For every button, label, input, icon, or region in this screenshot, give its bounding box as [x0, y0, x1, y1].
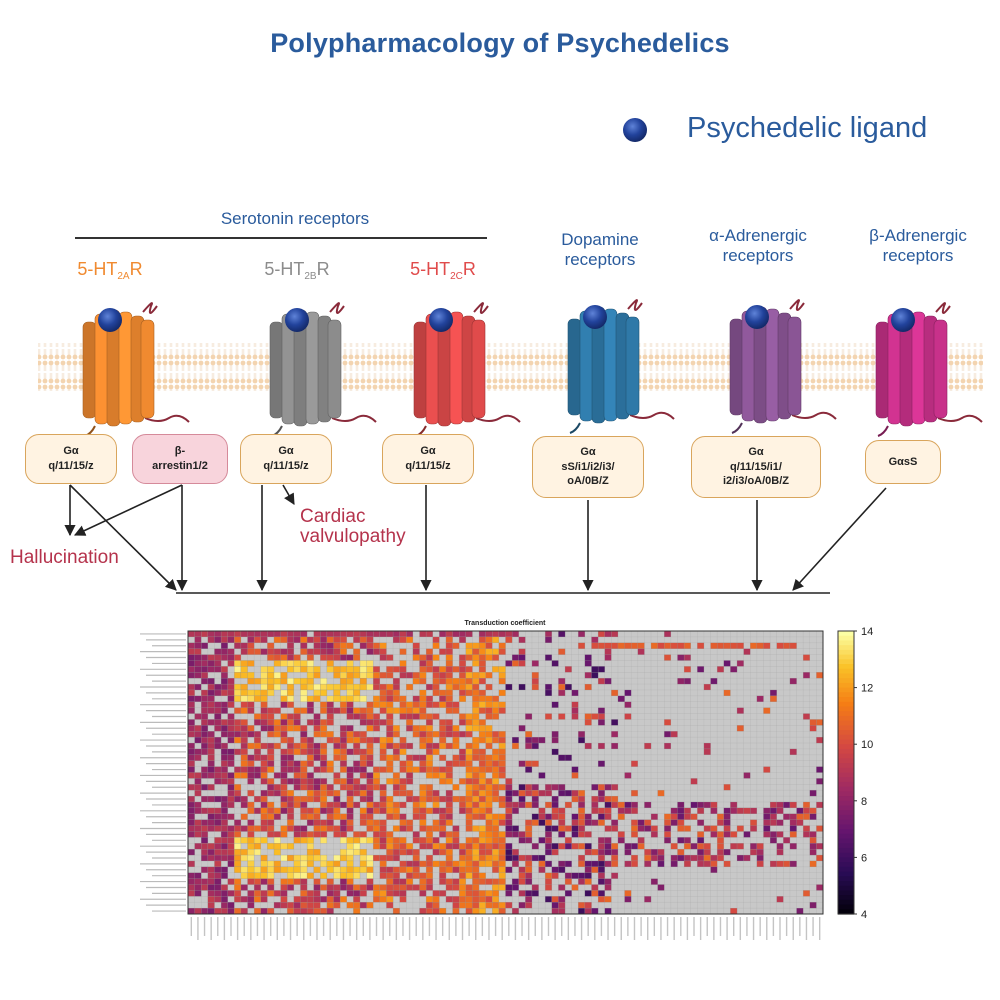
- colorbar-tick-label: 12: [861, 683, 873, 695]
- ligand-icon-alpha: [745, 305, 769, 329]
- effector-ht2a-arrestin: β-arrestin1/2: [132, 434, 228, 484]
- receptor-alpha: [729, 299, 837, 434]
- alpha-group-line-1: α-Adrenergic: [709, 226, 807, 245]
- beta-adrenergic-group-label: β-Adrenergic receptors: [843, 226, 993, 265]
- ligand-icon-dopamine: [583, 305, 607, 329]
- receptor-beta: [875, 302, 983, 437]
- cell-membrane: [38, 343, 983, 391]
- heatmap-title: Transduction coefficient: [465, 620, 547, 627]
- dopamine-group-line-2: receptors: [564, 249, 636, 269]
- receptor-label-5ht2c: 5-HT2CR: [410, 259, 476, 282]
- beta-group-line-1: β-Adrenergic: [869, 226, 967, 245]
- alpha-adrenergic-group-label: α-Adrenergic receptors: [683, 226, 833, 265]
- colorbar-tick-label: 8: [861, 796, 867, 808]
- colorbar-tick-label: 14: [861, 626, 873, 638]
- pathway-arrows: [64, 484, 887, 594]
- ligand-icon-ht2b: [285, 308, 309, 332]
- legend-ligand-icon: [623, 118, 647, 142]
- dopamine-group-label: Dopamine receptors: [530, 230, 670, 269]
- colorbar-tick-label: 10: [861, 739, 873, 751]
- ligand-icon-ht2c: [429, 308, 453, 332]
- receptor-ht2c: [413, 302, 521, 437]
- alpha-group-line-2: receptors: [722, 245, 794, 265]
- beta-group-line-2: receptors: [882, 245, 954, 265]
- receptor-ht2b: [269, 302, 377, 437]
- serotonin-group-label: Serotonin receptors: [220, 209, 370, 228]
- colorbar: [837, 630, 855, 915]
- receptor-dopamine: [567, 299, 675, 434]
- colorbar-tick-label: 4: [861, 909, 867, 921]
- ligand-icon-beta: [891, 308, 915, 332]
- dopamine-group-line-1: Dopamine: [561, 230, 639, 249]
- receptor-ht2a: [82, 302, 190, 437]
- colorbar-tick-label: 6: [861, 852, 867, 864]
- figure-title: Polypharmacology of Psychedelics: [270, 28, 730, 58]
- outcome-hallucination: Hallucination: [10, 547, 119, 568]
- effector-beta-g: GαsS: [865, 440, 941, 484]
- receptor-label-5ht2a: 5-HT2AR: [77, 259, 143, 282]
- ligand-icon-ht2a: [98, 308, 122, 332]
- receptor-label-5ht2b: 5-HT2BR: [264, 259, 330, 282]
- legend-label: Psychedelic ligand: [687, 112, 928, 144]
